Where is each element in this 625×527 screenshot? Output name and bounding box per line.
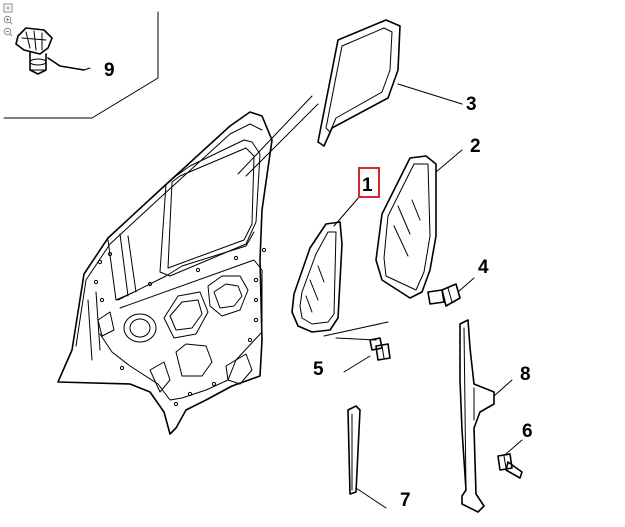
part-9-clip[interactable] — [15, 27, 85, 75]
part-5-bolt[interactable] — [343, 337, 391, 373]
zoom-in-icon[interactable] — [2, 14, 14, 25]
fit-page-icon[interactable] — [2, 2, 14, 13]
callout-5[interactable]: 5 — [313, 359, 324, 380]
part-1-glass[interactable] — [291, 195, 361, 333]
part-2-glass[interactable] — [375, 149, 463, 299]
callout-7[interactable]: 7 — [400, 490, 411, 511]
part-7-channel[interactable] — [347, 405, 387, 509]
callout-3[interactable]: 3 — [466, 94, 477, 115]
callout-1[interactable]: 1 — [362, 175, 373, 196]
diagram-toolbar — [2, 2, 16, 37]
inset-frame — [3, 11, 159, 119]
callout-1-highlight — [358, 167, 380, 198]
callout-4[interactable]: 4 — [478, 257, 489, 278]
callout-8[interactable]: 8 — [520, 364, 531, 385]
part-4-bolt[interactable] — [427, 277, 475, 307]
part-8-rail[interactable] — [459, 319, 513, 513]
callout-2[interactable]: 2 — [470, 136, 481, 157]
door-to-part3-leaders — [237, 95, 319, 177]
zoom-out-icon[interactable] — [2, 26, 14, 37]
door-shell — [57, 111, 273, 435]
part-3-glass[interactable] — [317, 19, 463, 147]
callout-6[interactable]: 6 — [522, 421, 533, 442]
callout-9[interactable]: 9 — [104, 60, 115, 81]
callout-leaders — [83, 67, 463, 105]
part-6-bolt[interactable] — [497, 439, 523, 479]
